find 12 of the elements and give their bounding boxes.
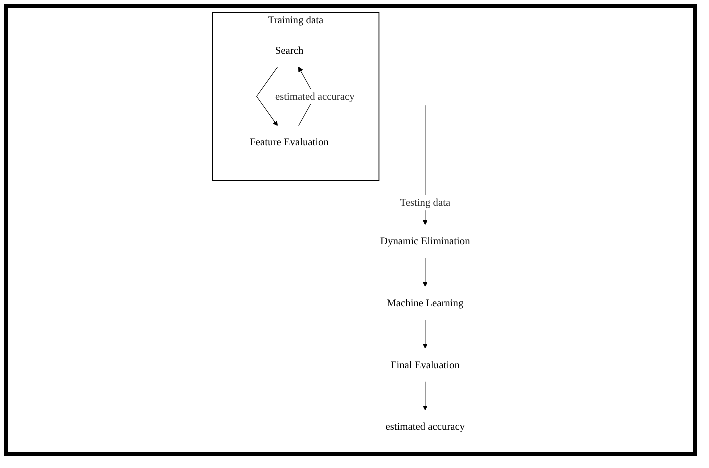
node-text: Feature Evaluation [250, 136, 330, 148]
node-text: Machine Learning [388, 296, 464, 308]
arrow [423, 319, 428, 348]
arrow [423, 380, 428, 410]
edge-label: estimated accuracy [276, 90, 356, 102]
node-text: Final Evaluation [391, 358, 460, 370]
node-text: Dynamic Elimination [380, 235, 471, 247]
arrow [423, 257, 428, 287]
edge-label: Testing data [400, 196, 451, 208]
node-text: Search [276, 44, 304, 56]
node-text: estimated accuracy [386, 420, 466, 432]
arrow [256, 66, 278, 126]
